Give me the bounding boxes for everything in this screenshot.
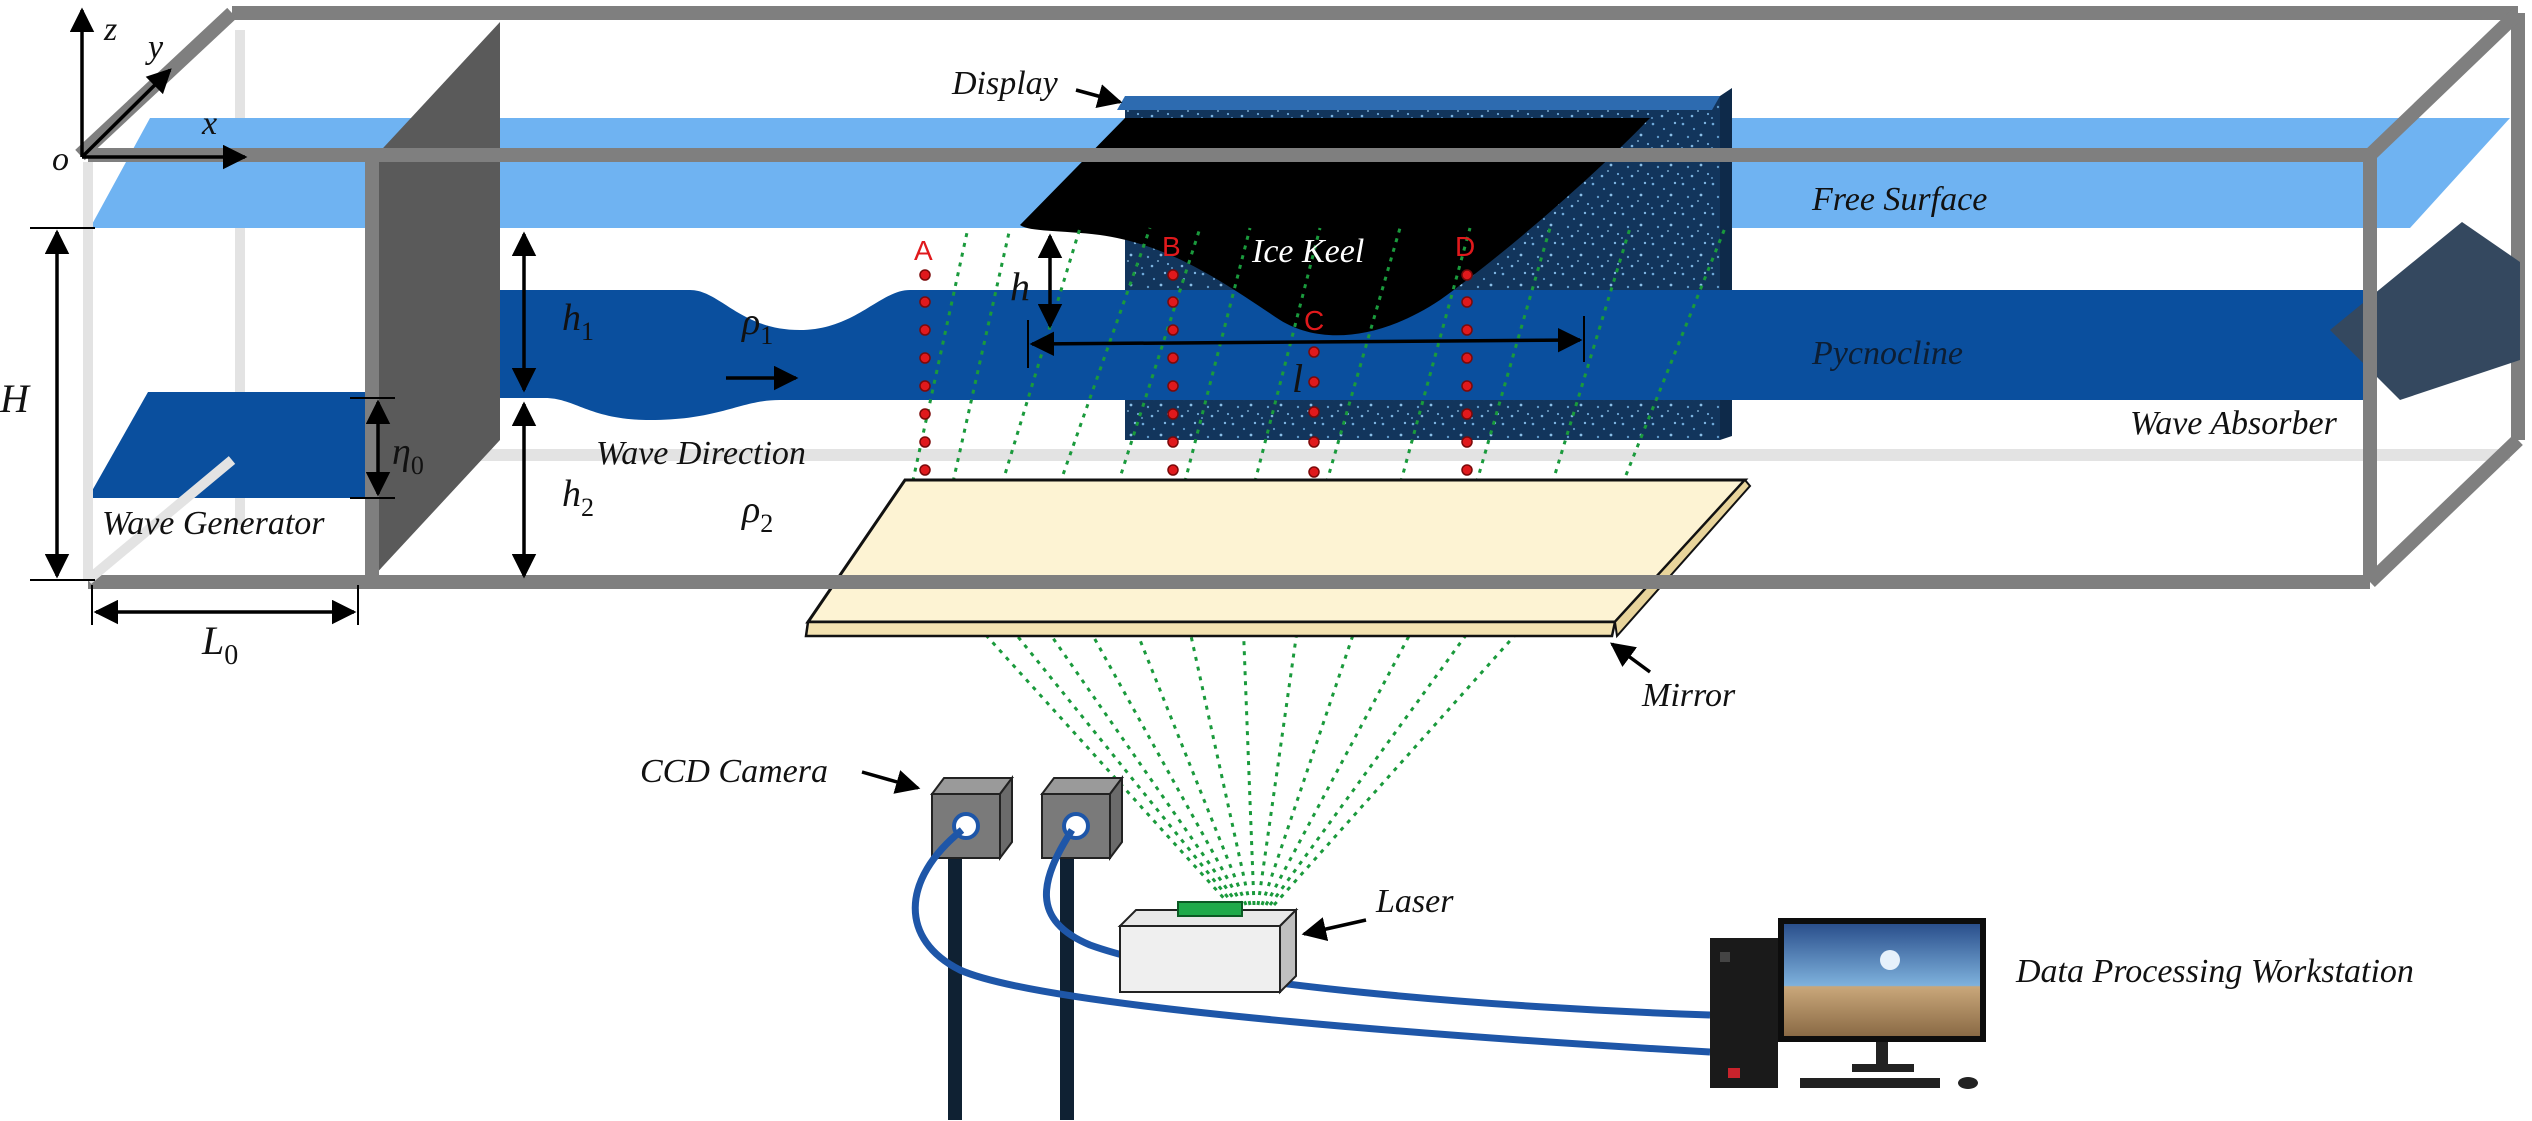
camera-cable-left bbox=[911, 827, 1711, 1056]
free-surface-label: Free Surface bbox=[1811, 181, 1987, 218]
mirror-label: Mirror bbox=[1641, 677, 1736, 714]
axis-origin-label: o bbox=[52, 141, 69, 178]
symbol-H: H bbox=[0, 376, 31, 421]
ccd-camera-label: CCD Camera bbox=[640, 753, 828, 790]
coordinate-axes bbox=[69, 7, 248, 170]
probe-array-a bbox=[919, 269, 931, 476]
display-arrow bbox=[1075, 84, 1123, 109]
symbol-rho2: ρ2 bbox=[741, 489, 773, 538]
axis-y-label: y bbox=[145, 29, 164, 66]
display-label: Display bbox=[951, 65, 1059, 102]
laser-label: Laser bbox=[1375, 883, 1454, 920]
workstation bbox=[1710, 918, 1986, 1089]
symbol-h: h bbox=[1010, 264, 1030, 309]
ccd-camera-right bbox=[1040, 775, 1124, 1120]
pycnocline-label: Pycnocline bbox=[1811, 335, 1963, 372]
mirror-arrow bbox=[1610, 642, 1652, 674]
wave-direction-label: Wave Direction bbox=[596, 435, 806, 472]
symbol-eta0: η0 bbox=[392, 431, 424, 480]
wave-generator-label: Wave Generator bbox=[102, 505, 325, 542]
probe-label-c: C bbox=[1304, 305, 1324, 336]
symbol-L0: L0 bbox=[201, 618, 238, 671]
dimension-L0 bbox=[91, 585, 359, 625]
ice-keel bbox=[1020, 118, 1650, 336]
probe-label-d: D bbox=[1455, 231, 1475, 262]
symbol-l: l bbox=[1292, 356, 1303, 401]
mouse bbox=[1958, 1077, 1978, 1089]
wave-generator-plate bbox=[88, 392, 372, 498]
probe-label-a: A bbox=[914, 235, 933, 266]
symbol-h2: h2 bbox=[562, 473, 594, 522]
monitor-screen bbox=[1784, 924, 1980, 1036]
absorber-band-edge bbox=[2280, 372, 2370, 400]
wave-absorber-label: Wave Absorber bbox=[2130, 405, 2338, 442]
dimension-eta0 bbox=[350, 397, 395, 499]
dimension-H bbox=[30, 227, 95, 581]
symbol-h1: h1 bbox=[562, 297, 594, 346]
probe-label-b: B bbox=[1162, 231, 1181, 262]
ice-keel-label: Ice Keel bbox=[1251, 233, 1364, 270]
laser-arrow bbox=[1301, 917, 1367, 942]
workstation-label: Data Processing Workstation bbox=[2015, 953, 2414, 990]
wave-absorber bbox=[2330, 222, 2520, 400]
axis-z-label: z bbox=[103, 11, 117, 48]
ccd-camera-arrow bbox=[861, 770, 921, 794]
laser-unit bbox=[1117, 901, 1299, 995]
wave-generator-paddle bbox=[372, 22, 500, 578]
keyboard bbox=[1800, 1078, 1940, 1088]
tank-back-frame bbox=[232, 6, 2525, 525]
mirror bbox=[804, 478, 1752, 639]
dimension-l-keel bbox=[1027, 316, 1585, 368]
ccd-camera-left bbox=[930, 775, 1014, 1120]
symbol-rho1: ρ1 bbox=[741, 301, 773, 350]
axis-x-label: x bbox=[201, 105, 217, 142]
